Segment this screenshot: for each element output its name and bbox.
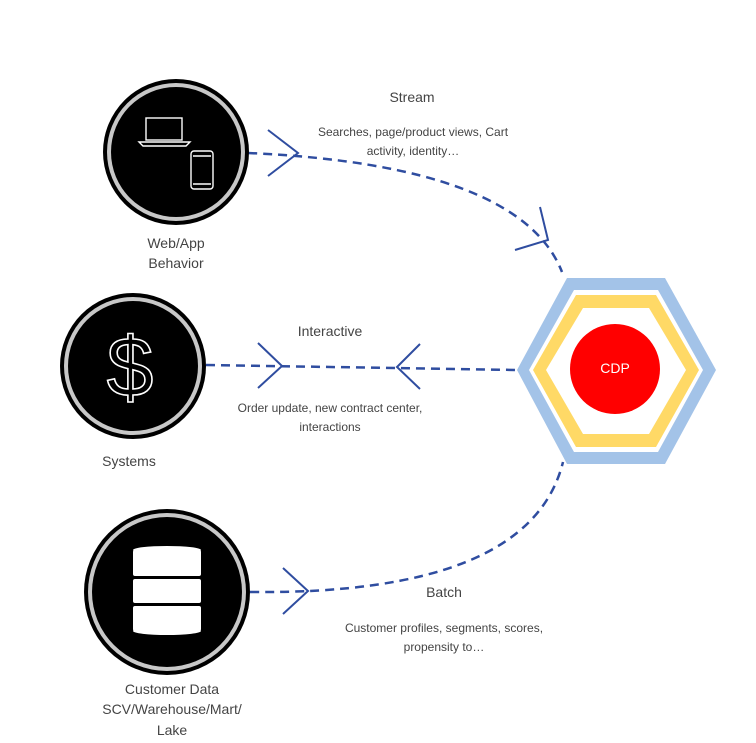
web-app-label: Web/App Behavior — [106, 233, 246, 274]
cdp-hub — [517, 278, 716, 464]
interactive-arrowhead-2 — [395, 343, 421, 390]
interactive-desc-line-2: interactions — [299, 419, 361, 434]
dollar-icon: $ — [107, 320, 154, 414]
interactive-title: Interactive — [297, 323, 363, 339]
web-app-label-line-2: Behavior — [148, 255, 204, 272]
systems-node: $ — [60, 293, 206, 439]
stream-desc-line-1: Searches, page/product views, Cart — [317, 125, 509, 139]
web-app-label-line-1: Web/App — [147, 235, 205, 251]
stream-arrowhead-2 — [514, 206, 550, 251]
batch-desc-line-1: Customer profiles, segments, scores, — [344, 621, 544, 635]
flow-arrows — [205, 151, 565, 594]
web-app-node — [103, 79, 249, 225]
stream-desc-line-2: activity, identity… — [366, 143, 460, 158]
customer-data-label-line-1: Customer Data — [124, 681, 220, 697]
cdp-core — [570, 324, 660, 414]
batch-arrow — [249, 461, 565, 594]
customer-data-label: Customer Data SCV/Warehouse/Mart/ Lake — [92, 679, 252, 740]
interactive-arrowhead-1 — [257, 342, 284, 389]
database-icon — [133, 546, 201, 635]
customer-data-label-line-2: SCV/Warehouse/Mart/ — [102, 701, 242, 718]
customer-data-node — [84, 509, 250, 675]
batch-description: Customer profiles, segments, scores, pro… — [328, 619, 560, 656]
arrowheads — [257, 129, 550, 615]
laptop-icon — [137, 117, 192, 147]
batch-arrowhead — [282, 567, 310, 615]
stream-arrowhead-1 — [267, 129, 300, 177]
phone-icon — [190, 150, 214, 190]
interactive-description: Order update, new contract center, inter… — [220, 399, 440, 436]
customer-data-label-line-3: Lake — [156, 721, 188, 738]
stream-arrow — [247, 151, 564, 273]
systems-label: Systems — [102, 453, 156, 469]
interactive-desc-line-1: Order update, new contract center, — [237, 401, 423, 415]
batch-desc-line-2: propensity to… — [403, 639, 485, 654]
cdp-label: CDP — [600, 360, 630, 376]
stream-description: Searches, page/product views, Cart activ… — [300, 123, 526, 160]
stream-title: Stream — [389, 89, 435, 105]
interactive-arrow — [205, 363, 519, 372]
batch-title: Batch — [426, 584, 462, 600]
